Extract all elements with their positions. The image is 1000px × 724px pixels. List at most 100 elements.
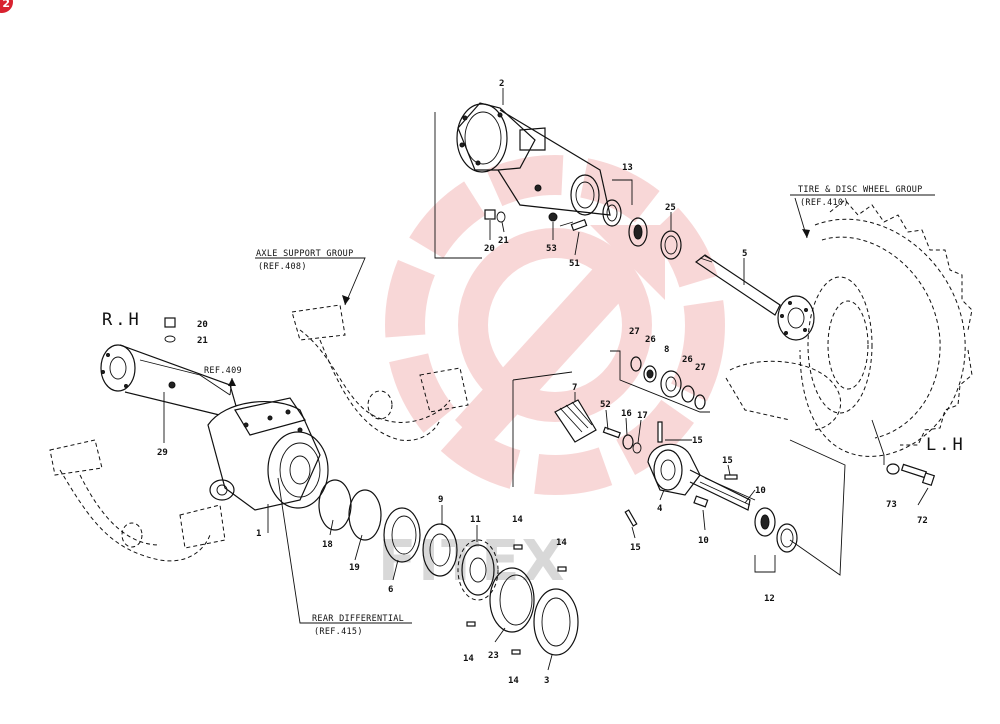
callout-20-upper: 20 xyxy=(484,244,495,254)
part-29-rh-axle-housing[interactable] xyxy=(100,344,241,421)
callout-17: 17 xyxy=(637,411,648,421)
part-25-seal[interactable] xyxy=(660,230,682,260)
callout-4: 4 xyxy=(657,504,663,514)
callout-9: 9 xyxy=(438,495,443,505)
axle-support-ref-number: (REF.408) xyxy=(258,262,307,272)
callout-26-b: 26 xyxy=(682,355,693,365)
axle-support-rh[interactable] xyxy=(49,439,226,562)
axle-support-ref-arrow xyxy=(255,257,366,306)
leader-12-bracket xyxy=(754,555,776,573)
page-badge[interactable]: 2 xyxy=(0,0,13,13)
part-9-plate[interactable] xyxy=(422,523,458,577)
watermark-text: FITEX xyxy=(378,529,567,594)
leader-6 xyxy=(392,559,399,581)
tire-disc-wheel-group[interactable] xyxy=(725,199,973,457)
callout-29: 29 xyxy=(157,448,168,458)
leader-13 xyxy=(612,179,633,205)
callout-16: 16 xyxy=(621,409,632,419)
parts-20-21-rh-plug[interactable] xyxy=(164,317,176,343)
tire-disc-ref-number: (REF.410) xyxy=(800,198,849,208)
callout-18: 18 xyxy=(322,540,333,550)
part-13-bearing[interactable] xyxy=(602,199,648,247)
leader-3 xyxy=(547,654,553,671)
callout-73: 73 xyxy=(886,500,897,510)
callout-15-a: 15 xyxy=(692,436,703,446)
parts-14-pins[interactable] xyxy=(466,544,567,655)
callout-27-a: 27 xyxy=(629,327,640,337)
callout-14-c: 14 xyxy=(463,654,474,664)
leader-15b xyxy=(727,464,731,476)
callout-5: 5 xyxy=(742,249,747,259)
page-badge-number: 2 xyxy=(2,0,10,10)
callout-2: 2 xyxy=(499,79,504,89)
callout-10-a: 10 xyxy=(755,486,766,496)
callout-72: 72 xyxy=(917,516,928,526)
leader-17 xyxy=(637,419,642,444)
parts-18-19-o-rings[interactable] xyxy=(318,479,382,541)
callout-53: 53 xyxy=(546,244,557,254)
parts-73-72-wheel-bolt[interactable] xyxy=(886,463,936,487)
callout-27-b: 27 xyxy=(695,363,706,373)
callout-8: 8 xyxy=(664,345,669,355)
leader-10a xyxy=(744,489,756,504)
leader-51 xyxy=(574,231,580,256)
axle-support-ref-title: AXLE SUPPORT GROUP xyxy=(256,249,354,259)
callout-1: 1 xyxy=(256,529,261,539)
leader-10b xyxy=(702,509,706,531)
leader-16 xyxy=(625,417,628,436)
leader-bracket-7 xyxy=(512,371,573,487)
callout-12: 12 xyxy=(764,594,775,604)
part-5-axle-shaft[interactable] xyxy=(694,254,815,341)
leader-73 xyxy=(871,419,885,465)
callout-26-a: 26 xyxy=(645,335,656,345)
leader-52 xyxy=(605,409,609,431)
callout-7: 7 xyxy=(572,383,577,393)
lh-side-label: L.H xyxy=(926,435,966,455)
parts-20-21-53-51-fasteners[interactable] xyxy=(484,209,588,231)
rh-side-label: R.H xyxy=(102,310,142,330)
watermark-logo-icon xyxy=(385,155,725,495)
callout-51: 51 xyxy=(569,259,580,269)
callout-21-rh: 21 xyxy=(197,336,208,346)
leader-19 xyxy=(354,534,363,561)
leader-bracket-gears xyxy=(610,350,710,413)
callout-15-c: 15 xyxy=(630,543,641,553)
leader-72 xyxy=(917,487,929,506)
callout-23: 23 xyxy=(488,651,499,661)
callout-10-b: 10 xyxy=(698,536,709,546)
part-15-pin[interactable] xyxy=(624,421,738,527)
part-12-bearing[interactable] xyxy=(754,507,798,553)
part-10-pins[interactable] xyxy=(693,477,756,508)
part-11-friction-disc[interactable] xyxy=(457,539,499,601)
callout-14-b: 14 xyxy=(556,538,567,548)
part-3-ring-gear[interactable] xyxy=(533,588,579,656)
ref-409-label: REF.409 xyxy=(204,366,242,376)
part-2-axle-housing[interactable] xyxy=(456,102,611,216)
leader-21a xyxy=(501,221,505,233)
callout-14-a: 14 xyxy=(512,515,523,525)
callout-19: 19 xyxy=(349,563,360,573)
rear-diff-ref-leader xyxy=(277,477,412,624)
callout-3: 3 xyxy=(544,676,549,686)
part-1-differential-case[interactable] xyxy=(207,397,329,511)
callout-21-upper: 21 xyxy=(498,236,509,246)
rear-diff-ref-number: (REF.415) xyxy=(314,627,363,637)
leader-4 xyxy=(659,489,665,501)
part-6-seal-ring[interactable] xyxy=(383,507,421,563)
part-7-pinion-shaft[interactable] xyxy=(554,399,597,443)
tire-disc-ref-title: TIRE & DISC WHEEL GROUP xyxy=(798,185,923,195)
callout-13: 13 xyxy=(622,163,633,173)
part-23-plate[interactable] xyxy=(489,567,535,633)
leader-23 xyxy=(494,627,506,643)
brand-watermark: FITEX xyxy=(378,155,725,594)
leader-18 xyxy=(329,519,334,536)
callout-20-rh: 20 xyxy=(197,320,208,330)
callout-6: 6 xyxy=(388,585,393,595)
axle-support-group[interactable] xyxy=(291,304,469,441)
leader-15c xyxy=(631,526,636,539)
parts-26-27-8-gears[interactable] xyxy=(630,356,706,410)
callout-15-b: 15 xyxy=(722,456,733,466)
callout-14-d: 14 xyxy=(508,676,519,686)
